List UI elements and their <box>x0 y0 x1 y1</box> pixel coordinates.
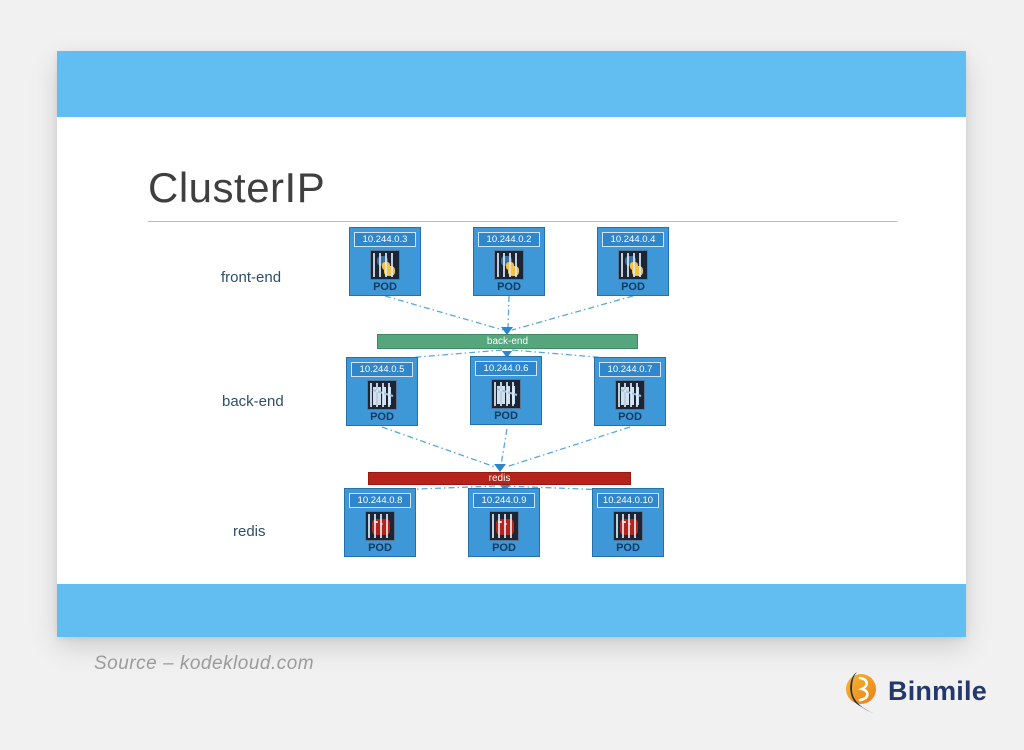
source-credit: Source – kodekloud.com <box>94 653 315 674</box>
pod-back-end-2: 10.244.0.6 POD <box>470 356 542 425</box>
pod-caption: POD <box>618 411 642 423</box>
tier-label-redis: redis <box>233 523 266 540</box>
python-container-icon <box>370 250 400 280</box>
pod-ip-badge: 10.244.0.3 <box>354 232 416 247</box>
service-label-back-end: back-end <box>486 336 529 347</box>
slide-bottom-bar <box>57 584 966 637</box>
pod-ip-badge: 10.244.0.8 <box>349 493 411 508</box>
redis-container-icon <box>489 511 519 541</box>
app-container-icon <box>491 379 521 409</box>
pod-front-end-1: 10.244.0.3 POD <box>349 227 421 296</box>
pod-back-end-1: 10.244.0.5 POD <box>346 357 418 426</box>
pod-caption: POD <box>492 542 516 554</box>
app-container-icon <box>615 380 645 410</box>
pod-back-end-3: 10.244.0.7 POD <box>594 357 666 426</box>
pod-caption: POD <box>497 281 521 293</box>
slide-top-bar <box>57 51 966 117</box>
pod-ip-badge: 10.244.0.4 <box>602 232 664 247</box>
redis-container-icon <box>365 511 395 541</box>
pod-redis-2: 10.244.0.9 POD <box>468 488 540 557</box>
tier-label-front-end: front-end <box>221 269 282 286</box>
binmile-logo: Binmile <box>840 668 987 714</box>
pod-caption: POD <box>368 542 392 554</box>
app-container-icon <box>367 380 397 410</box>
pod-caption: POD <box>373 281 397 293</box>
pod-caption: POD <box>621 281 645 293</box>
pod-redis-3: 10.244.0.10 POD <box>592 488 664 557</box>
title-divider <box>148 221 897 222</box>
pod-caption: POD <box>370 411 394 423</box>
binmile-logo-icon <box>846 672 876 713</box>
pod-ip-badge: 10.244.0.10 <box>597 493 659 508</box>
service-label-redis: redis <box>488 473 511 484</box>
service-bar-back-end: back-end <box>377 334 638 349</box>
python-container-icon <box>494 250 524 280</box>
pod-caption: POD <box>616 542 640 554</box>
pod-front-end-3: 10.244.0.4 POD <box>597 227 669 296</box>
pod-front-end-2: 10.244.0.2 POD <box>473 227 545 296</box>
pod-ip-badge: 10.244.0.6 <box>475 361 537 376</box>
redis-container-icon <box>613 511 643 541</box>
service-bar-redis: redis <box>368 472 631 485</box>
pod-ip-badge: 10.244.0.9 <box>473 493 535 508</box>
tier-label-back-end: back-end <box>222 393 284 410</box>
pod-ip-badge: 10.244.0.7 <box>599 362 661 377</box>
page-title: ClusterIP <box>148 164 326 211</box>
binmile-logo-text: Binmile <box>888 675 987 706</box>
python-container-icon <box>618 250 648 280</box>
pod-ip-badge: 10.244.0.5 <box>351 362 413 377</box>
pod-caption: POD <box>494 410 518 422</box>
pod-ip-badge: 10.244.0.2 <box>478 232 540 247</box>
pod-redis-1: 10.244.0.8 POD <box>344 488 416 557</box>
